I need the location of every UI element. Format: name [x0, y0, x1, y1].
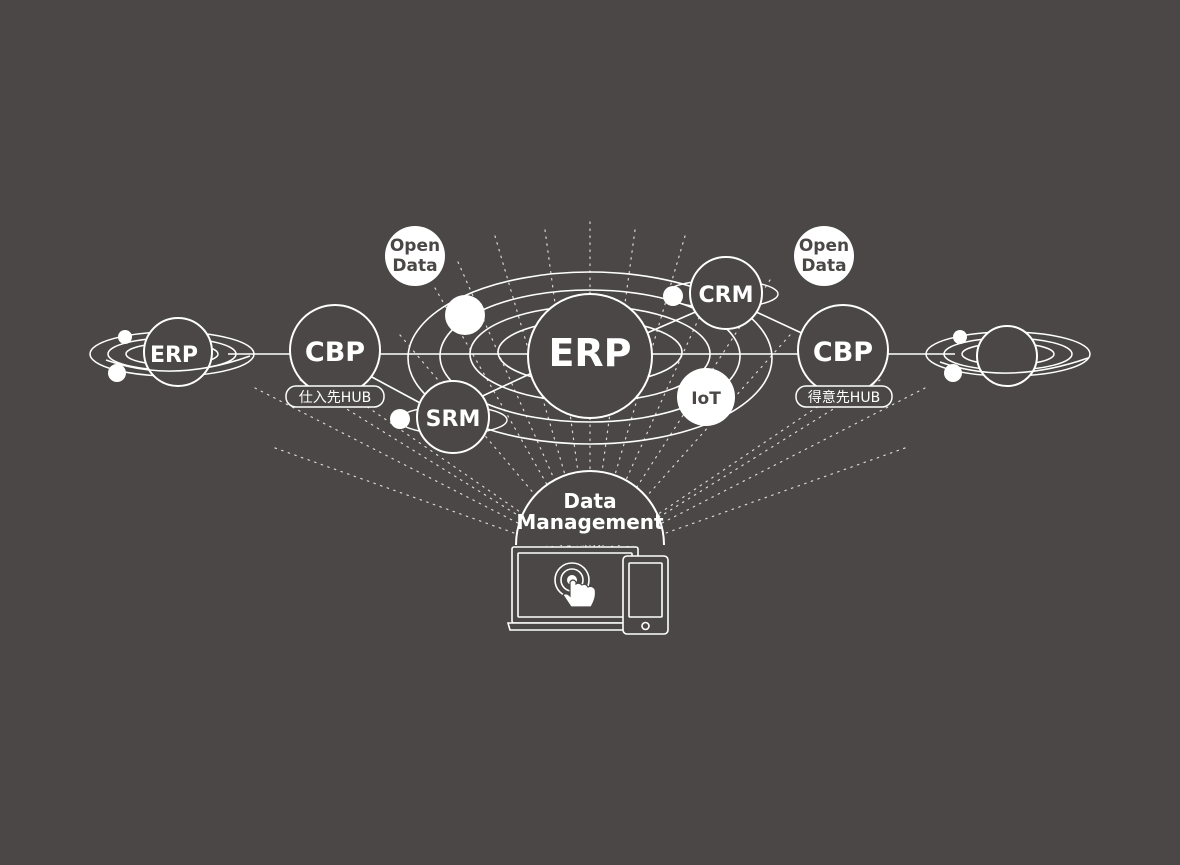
- tablet-icon: [622, 555, 669, 635]
- srm-circle: [416, 380, 490, 454]
- srm-label: SRM: [426, 407, 481, 432]
- open-data-right-line2: Data: [801, 256, 846, 276]
- open-data-left-line2: Data: [392, 256, 437, 276]
- link-srm-erp: [473, 371, 535, 401]
- touch-hand: [562, 579, 597, 608]
- left-planet-moon-2: [108, 364, 126, 382]
- dotted-ray-7: [457, 261, 591, 561]
- orbit-ring-1: [407, 271, 773, 445]
- link-crm-cbp: [751, 309, 809, 337]
- data-management-dome: [515, 470, 665, 546]
- srm-node: SRM: [390, 380, 508, 454]
- dotted-ray-11: [589, 229, 636, 561]
- link-cbp-srm: [369, 375, 423, 405]
- cbp-node-supplier: CBP 仕入先HUB: [285, 304, 385, 408]
- customer-hub-label: 得意先HUB: [808, 389, 880, 406]
- dotted-ray-15: [589, 334, 791, 561]
- left-planet-label: ERP: [150, 343, 198, 368]
- right-planet-moon-1: [953, 330, 967, 344]
- dotted-ray-2: [254, 387, 591, 561]
- tablet-screen: [628, 562, 663, 618]
- erp-center-circle: [527, 293, 653, 419]
- touch-icon: [554, 562, 597, 608]
- srm-moon: [390, 409, 410, 429]
- dotted-ray-19: [589, 447, 906, 561]
- iot-circle: [677, 368, 735, 426]
- open-data-right: Open Data: [794, 226, 854, 286]
- dotted-ray-17: [589, 379, 881, 561]
- customer-hub-badge: [795, 385, 893, 408]
- erp-center-node: ERP: [527, 293, 653, 419]
- dotted-ray-3: [299, 379, 591, 561]
- crm-node: CRM: [663, 256, 779, 330]
- supplier-hub-badge: [285, 385, 385, 408]
- left-planet-ring-front: [105, 355, 251, 372]
- open-data-left-circle: [385, 226, 445, 286]
- cbp-supplier-label: CBP: [305, 337, 365, 368]
- open-data-left: Open Data: [385, 226, 445, 286]
- dotted-ray-1: [274, 447, 591, 561]
- right-planet: [925, 325, 1091, 387]
- supplier-hub-label: 仕入先HUB: [299, 390, 371, 406]
- iot-node: IoT: [677, 368, 735, 426]
- orbit-ring-2: [439, 289, 741, 423]
- dotted-ray-9: [544, 229, 591, 561]
- orbit-moon-large: [445, 295, 485, 335]
- dotted-ray-18: [589, 387, 926, 561]
- crm-label: CRM: [699, 283, 754, 308]
- cbp-customer-label: CBP: [813, 337, 873, 368]
- data-management-line2: Management: [516, 510, 664, 534]
- link-erp-crm: [639, 309, 701, 337]
- erp-center-label: ERP: [548, 331, 631, 375]
- dotted-ray-4: [349, 394, 591, 561]
- open-data-left-line1: Open: [390, 236, 440, 256]
- iot-label: IoT: [691, 389, 721, 409]
- open-data-right-line1: Open: [799, 236, 849, 256]
- right-planet-moon-2: [944, 364, 962, 382]
- tablet-home-button: [641, 621, 650, 631]
- left-planet-moon-1: [118, 330, 132, 344]
- crm-moon: [663, 286, 683, 306]
- connections: [228, 309, 955, 405]
- crm-circle: [689, 256, 763, 330]
- open-data-right-circle: [794, 226, 854, 286]
- data-management-node: Data Management: [506, 470, 669, 635]
- data-management-line1: Data: [563, 489, 616, 513]
- cbp-node-customer: CBP 得意先HUB: [795, 304, 893, 408]
- left-planet: ERP: [89, 317, 255, 387]
- right-planet-body: [976, 325, 1038, 387]
